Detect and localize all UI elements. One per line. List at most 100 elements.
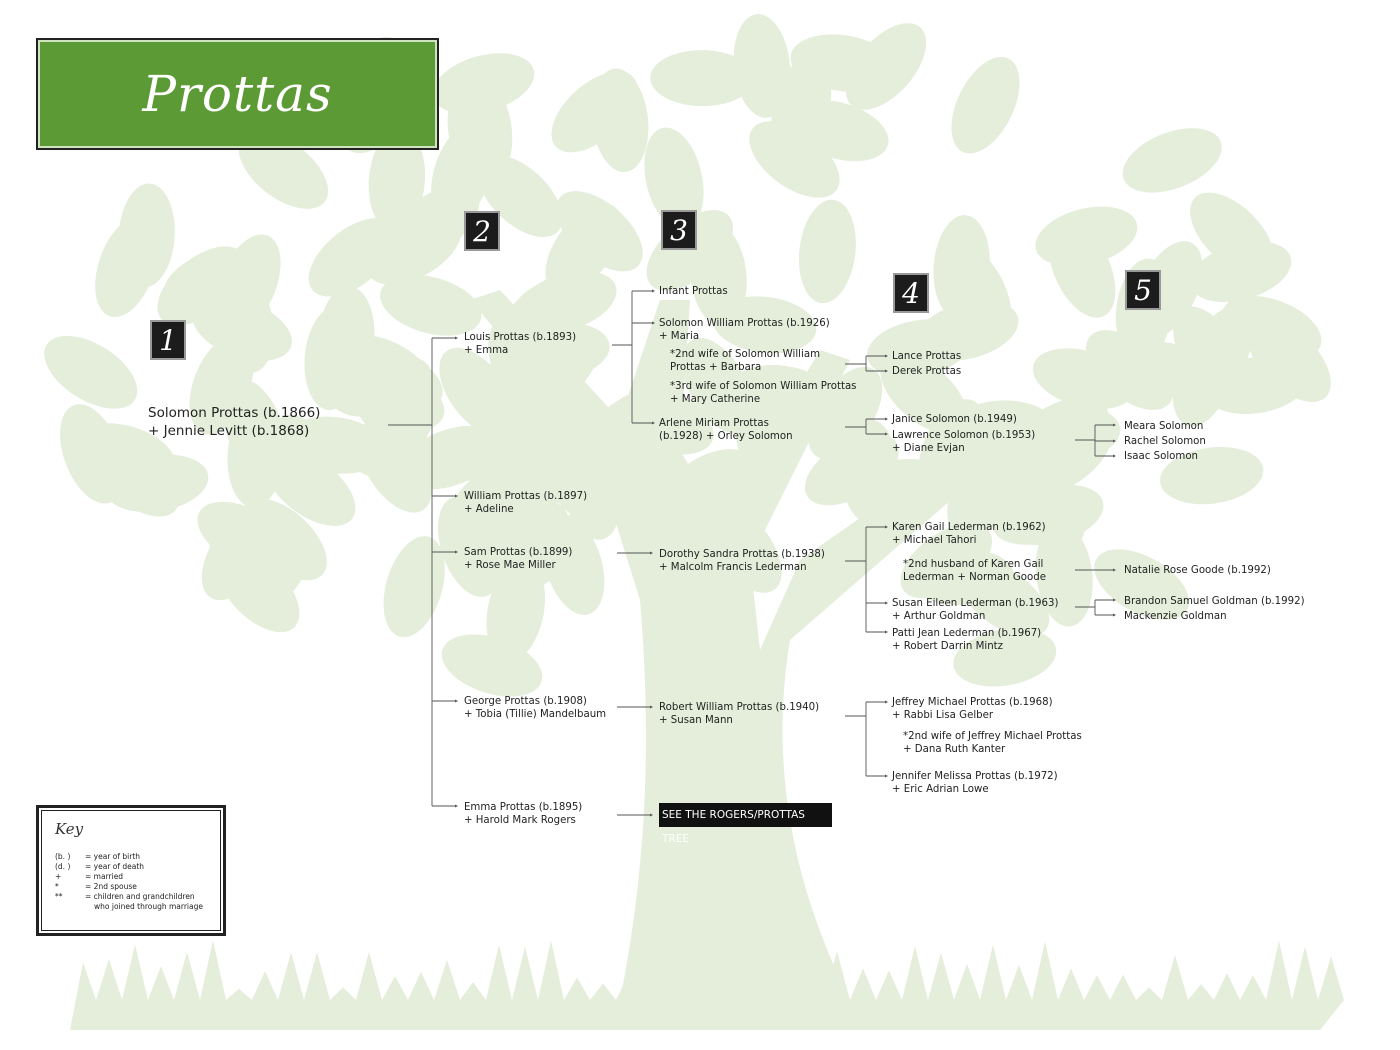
person-spouse: + Maria xyxy=(659,331,700,342)
person-spouse: + Adeline xyxy=(464,504,514,515)
arrow-head xyxy=(455,699,458,703)
key-symbol: (d. ) xyxy=(55,862,71,871)
person-entry: Brandon Samuel Goldman (b.1992) xyxy=(1124,596,1305,607)
person-entry: Robert William Prottas (b.1940)+ Susan M… xyxy=(659,701,819,727)
leaf-icon xyxy=(492,355,557,455)
leaf-icon xyxy=(1190,241,1292,303)
leaf-icon xyxy=(506,322,610,380)
arrow-head xyxy=(650,705,653,709)
person-spouse: (b.1928) + Orley Solomon xyxy=(659,431,793,442)
generation-2-marker: 2 xyxy=(464,211,500,251)
person-spouse: Prottas + Barbara xyxy=(670,362,762,373)
person-spouse: + Rabbi Lisa Gelber xyxy=(892,710,994,721)
leaf-icon xyxy=(845,23,927,110)
leaf-icon xyxy=(389,184,480,262)
person-entry: Susan Eileen Lederman (b.1963)+ Arthur G… xyxy=(892,597,1058,623)
person-entry: Patti Jean Lederman (b.1967)+ Robert Dar… xyxy=(892,627,1041,653)
arrow-head xyxy=(1113,439,1116,443)
person-entry: *2nd wife of Jeffrey Michael Prottas+ Da… xyxy=(903,730,1082,756)
person-name: Patti Jean Lederman (b.1967) xyxy=(892,628,1042,639)
arrow-head xyxy=(652,289,655,293)
key-legend: Key (b. )= year of birth(d. )= year of d… xyxy=(36,805,226,936)
person-solomon-prottas: Solomon Prottas (b.1866) + Jennie Levitt… xyxy=(148,404,320,440)
person-name: Sam Prottas (b.1899) xyxy=(464,547,573,558)
arrow-head xyxy=(885,354,888,358)
key-description: who joined through marriage xyxy=(94,902,203,911)
leaf-icon xyxy=(1172,325,1235,427)
leaf-icon xyxy=(308,218,398,297)
person-name: Arlene Miriam Prottas xyxy=(659,418,769,429)
person-name: George Prottas (b.1908) xyxy=(464,696,587,707)
person-spouse: + Mary Catherine xyxy=(670,394,761,405)
leaf-icon xyxy=(1134,241,1203,338)
person-name: Infant Prottas xyxy=(659,286,728,297)
arrow-head xyxy=(885,630,888,634)
person-entry: *3rd wife of Solomon William Prottas + Ma… xyxy=(670,380,857,406)
key-symbol: * xyxy=(55,882,59,891)
arrow-head xyxy=(1113,454,1116,458)
person-entry: George Prottas (b.1908)+ Tobia (Tillie) … xyxy=(464,695,606,721)
key-symbol: + xyxy=(55,872,62,881)
leaf-icon xyxy=(480,463,564,549)
key-symbol: ** xyxy=(55,892,63,901)
person-entry: Meara Solomon xyxy=(1124,421,1204,432)
leaf-icon xyxy=(240,519,313,614)
person-name: *2nd wife of Solomon William xyxy=(670,349,821,360)
leaf-icon xyxy=(44,335,138,409)
arrow-head xyxy=(455,494,458,498)
arrow-head xyxy=(650,551,653,555)
leaf-icon xyxy=(1002,461,1085,547)
leaf-icon xyxy=(542,514,605,615)
person-entry: Solomon William Prottas (b.1926)+ Maria xyxy=(659,317,830,343)
arrow-head xyxy=(455,550,458,554)
person-entry: Dorothy Sandra Prottas (b.1938)+ Malcolm… xyxy=(659,548,825,574)
leaf-icon xyxy=(1122,128,1222,193)
see-rogers-prottas-tree-link[interactable]: SEE THE ROGERS/PROTTAS TREE xyxy=(659,803,832,845)
arrow-head xyxy=(885,417,888,421)
person-entry: Mackenzie Goldman xyxy=(1124,611,1227,622)
arrow-head xyxy=(652,321,655,325)
leaf-icon xyxy=(729,365,833,422)
person-name: *2nd wife of Jeffrey Michael Prottas xyxy=(903,731,1082,742)
person-name: Dorothy Sandra Prottas (b.1938) xyxy=(659,549,825,560)
leaf-icon xyxy=(947,442,1010,544)
person-spouse: + Arthur Goldman xyxy=(892,611,986,622)
key-description: = year of birth xyxy=(85,852,141,861)
person-name: Jeffrey Michael Prottas (b.1968) xyxy=(892,697,1053,708)
arrow-head xyxy=(885,774,888,778)
person-spouse: Lederman + Norman Goode xyxy=(903,572,1046,583)
person-entry: Jennifer Melissa Prottas (b.1972)+ Eric … xyxy=(892,770,1058,796)
leaf-icon xyxy=(1024,415,1113,494)
leaf-icon xyxy=(591,68,649,173)
leaf-icon xyxy=(1048,220,1116,318)
leaf-icon xyxy=(215,269,274,373)
leaf-icon xyxy=(238,131,329,209)
person-entry: Natalie Rose Goode (b.1992) xyxy=(1124,565,1271,576)
arrow-head xyxy=(1113,423,1116,427)
key-description: = 2nd spouse xyxy=(85,882,137,891)
person-entry: Isaac Solomon xyxy=(1124,451,1199,462)
leaf-icon xyxy=(787,100,889,162)
person-name: Janice Solomon (b.1949) xyxy=(892,414,1017,425)
person-name: Lance Prottas xyxy=(892,351,962,362)
arrow-head xyxy=(1113,598,1116,602)
title-banner: Prottas xyxy=(36,38,439,150)
person-entry: Emma Prottas (b.1895)+ Harold Mark Roger… xyxy=(464,801,582,827)
person-spouse: + Eric Adrian Lowe xyxy=(892,784,989,795)
key-symbol: (b. ) xyxy=(55,852,71,861)
person-entry: Lance Prottas xyxy=(892,350,961,363)
person-name: *3rd wife of Solomon William Prottas xyxy=(670,381,857,392)
arrow-head xyxy=(885,369,888,373)
person-name: Karen Gail Lederman (b.1962) xyxy=(892,522,1046,533)
person-entry: Jeffrey Michael Prottas (b.1968) + Rabbi … xyxy=(892,696,1053,722)
leaf-icon xyxy=(1160,446,1264,505)
leaf-icon xyxy=(650,50,755,107)
leaf-icon xyxy=(477,154,563,237)
person-name: Louis Prottas (b.1893) xyxy=(464,332,577,343)
leaf-icon xyxy=(1035,523,1093,627)
leaf-icon xyxy=(958,561,1050,637)
leaf-icon xyxy=(953,628,1057,687)
